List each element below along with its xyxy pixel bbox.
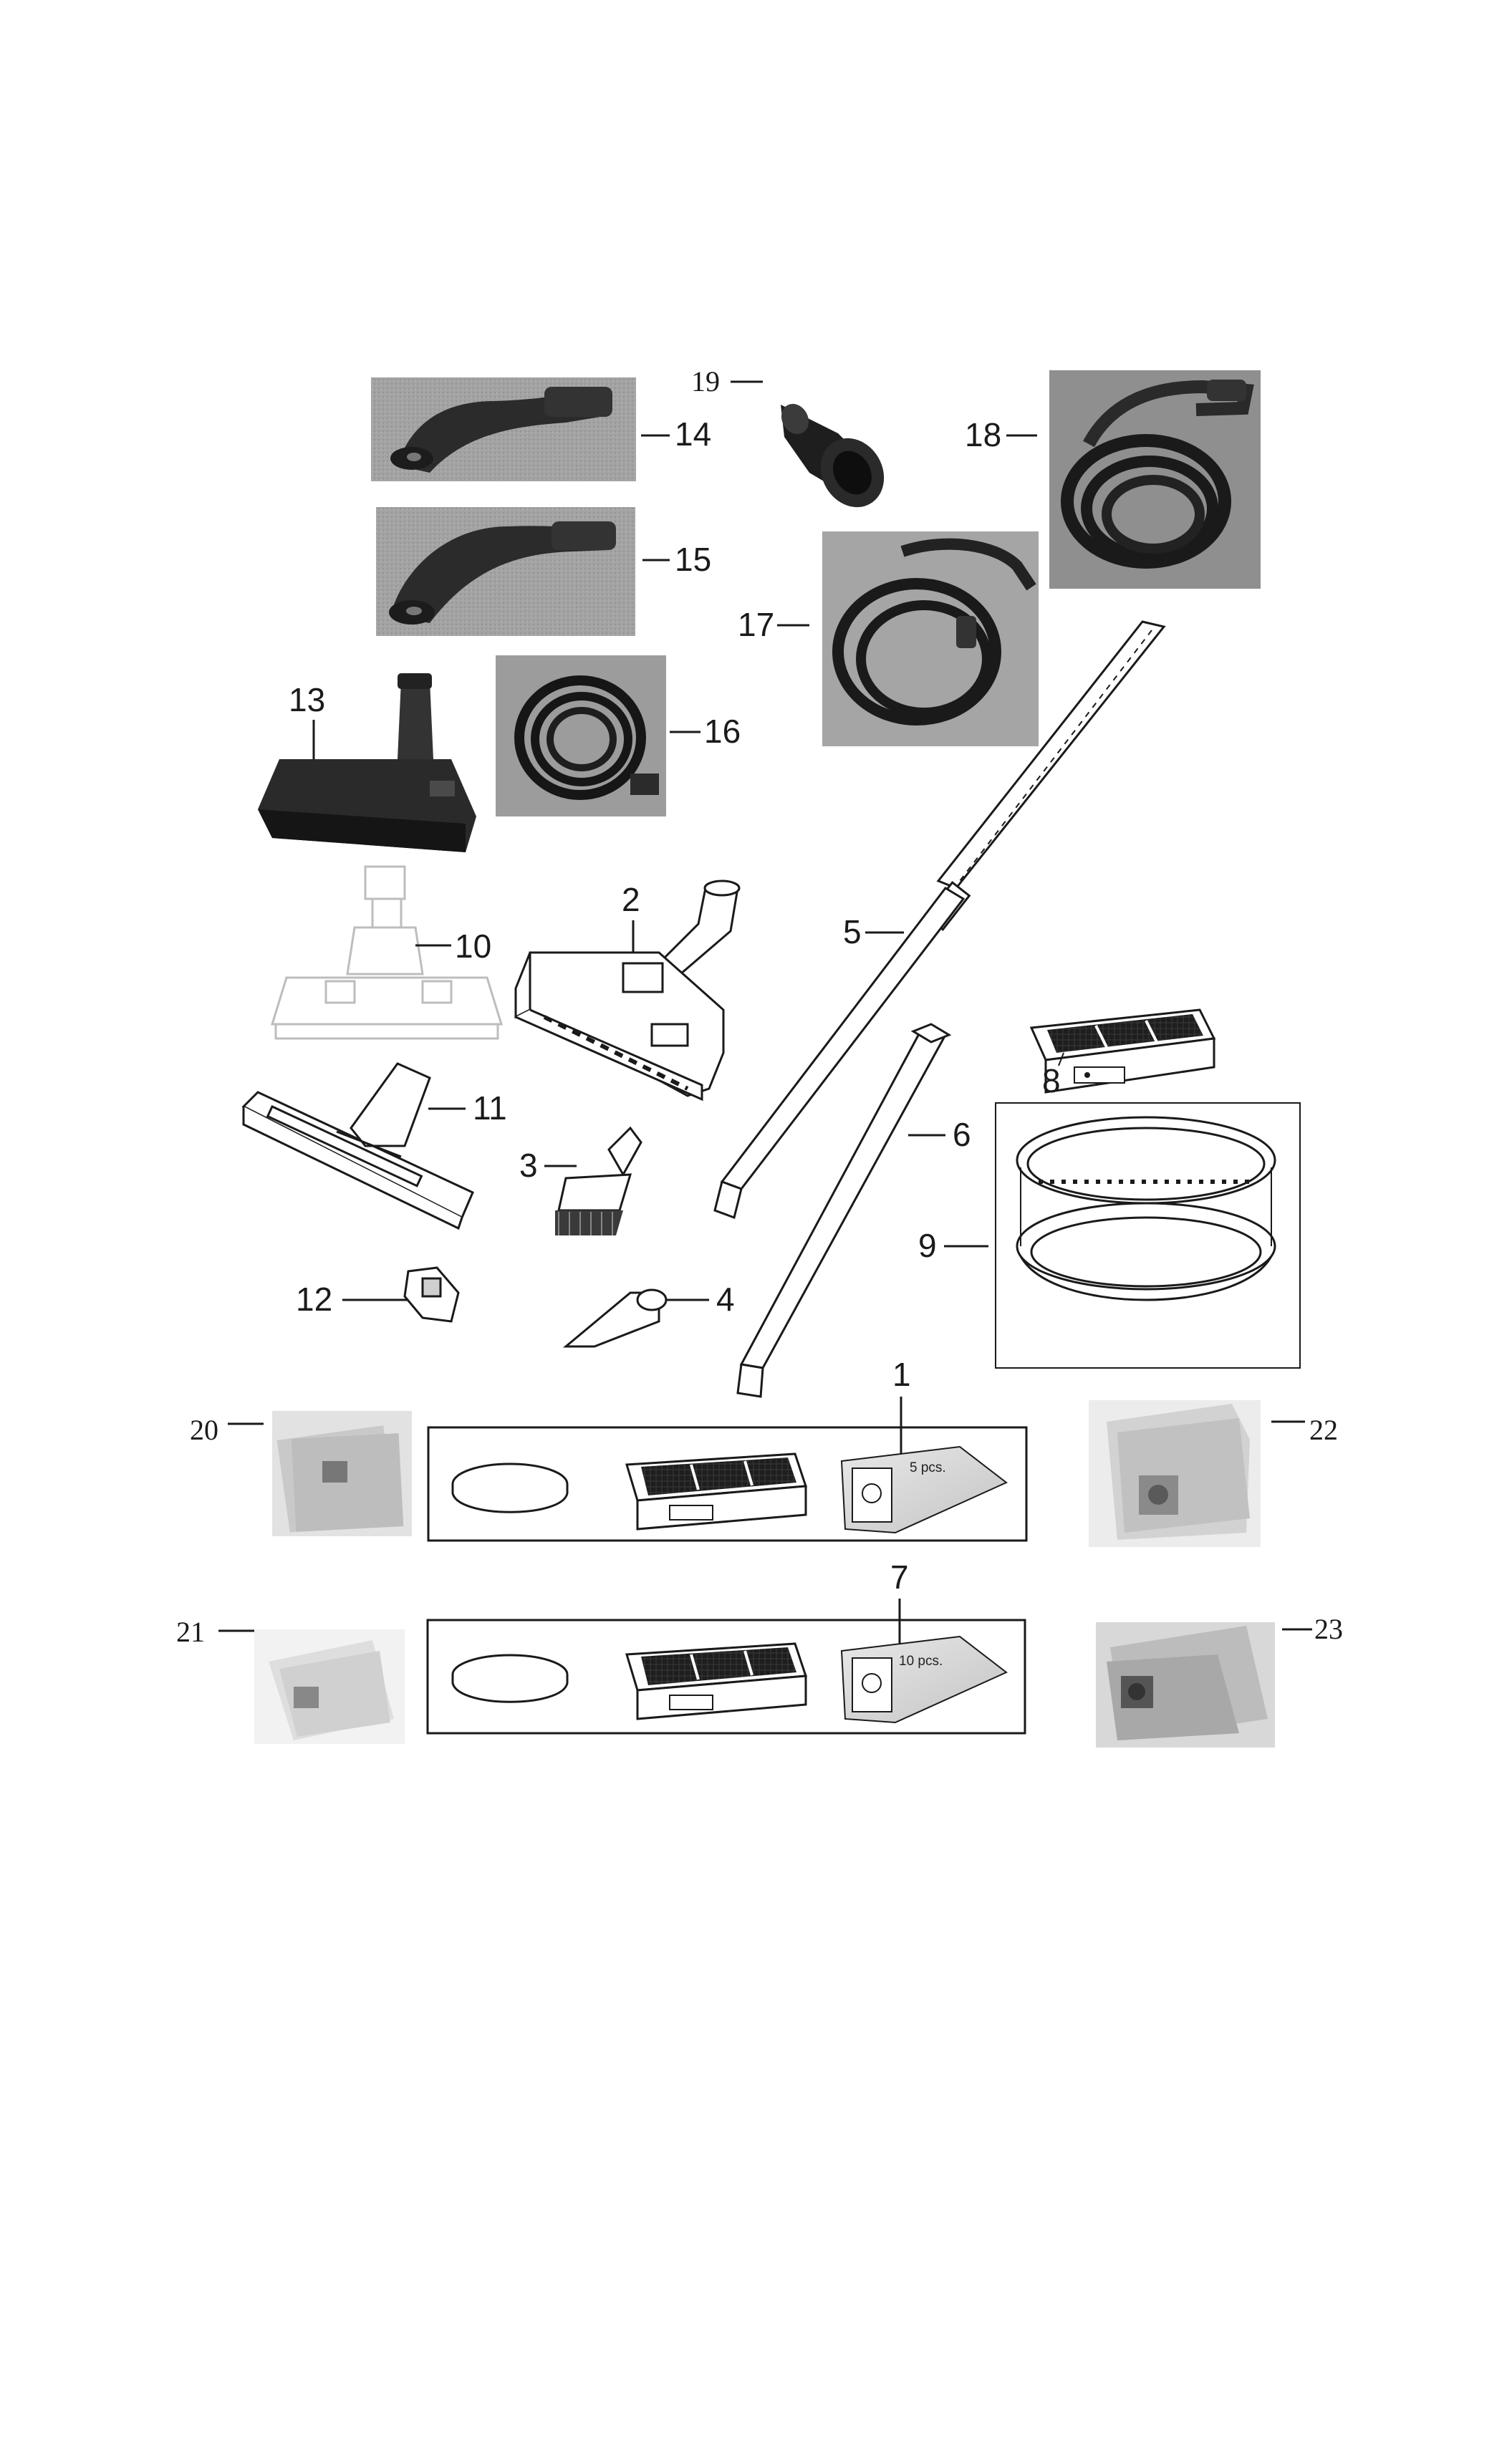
label-11: 11: [473, 1089, 507, 1127]
label-4: 4: [716, 1281, 735, 1318]
label-2: 2: [622, 881, 640, 918]
label-12: 12: [296, 1281, 332, 1318]
kit-1-hepa-filter: [625, 1452, 808, 1531]
part-18-hose: [1049, 370, 1261, 589]
label-13: 13: [289, 681, 325, 718]
label-19: 19: [691, 365, 720, 397]
part-11-parquet-nozzle: [241, 1062, 474, 1230]
kit-7-frame: [426, 1619, 1026, 1735]
label-17: 17: [738, 606, 774, 643]
label-3: 3: [519, 1147, 538, 1184]
part-22-dust-bags: [1089, 1400, 1261, 1547]
label-14: 14: [675, 415, 711, 453]
label-1: 1: [892, 1356, 911, 1393]
part-10-floor-nozzle: [270, 865, 504, 1040]
label-6: 6: [953, 1116, 971, 1153]
part-8-hepa-filter: [1029, 1008, 1216, 1094]
kit-7-hepa-filter: [625, 1642, 808, 1720]
leader-8: [1058, 1052, 1064, 1066]
label-8: 8: [1042, 1062, 1061, 1099]
label-18: 18: [965, 416, 1001, 453]
part-13-floor-nozzle: [258, 673, 476, 852]
part-9-frame: [995, 1102, 1301, 1369]
label-16: 16: [704, 713, 741, 750]
kit-7-dust-bag: 10 pcs.: [840, 1635, 1008, 1724]
part-14-handle: [371, 377, 636, 481]
kit-1-bag-count: 5 pcs.: [910, 1460, 946, 1475]
label-23: 23: [1314, 1613, 1343, 1645]
part-2-combination-nozzle: [514, 879, 741, 1102]
part-20-dust-bags: [272, 1411, 412, 1536]
part-19-adapter: [781, 403, 885, 508]
part-5-telescopic-tube: [713, 620, 1166, 1219]
kit-1-dust-bag: 5 pcs.: [840, 1445, 1008, 1534]
label-10: 10: [455, 927, 491, 965]
part-16-hose: [496, 655, 666, 816]
label-9: 9: [918, 1227, 937, 1264]
part-23-dust-bags: [1096, 1622, 1275, 1748]
label-7: 7: [890, 1558, 909, 1596]
part-17-hose: [822, 531, 1039, 746]
part-3-dusting-brush: [555, 1126, 642, 1235]
label-21: 21: [176, 1616, 205, 1648]
label-20: 20: [190, 1414, 218, 1446]
part-9-bowl: [1016, 1116, 1276, 1301]
part-15-handle: [376, 507, 635, 636]
part-12-clip: [403, 1266, 460, 1323]
label-5: 5: [843, 913, 862, 950]
label-22: 22: [1309, 1414, 1338, 1446]
kit-1-filter-pad: [451, 1462, 569, 1513]
kit-7-bag-count: 10 pcs.: [899, 1654, 943, 1669]
part-4-crevice-nozzle: [562, 1288, 668, 1348]
part-6-extension-tube: [736, 1023, 952, 1398]
part-21-dust-bags: [254, 1629, 405, 1744]
kit-7-filter-pad: [451, 1654, 569, 1703]
kit-1-frame: [427, 1426, 1028, 1542]
label-15: 15: [675, 541, 711, 578]
